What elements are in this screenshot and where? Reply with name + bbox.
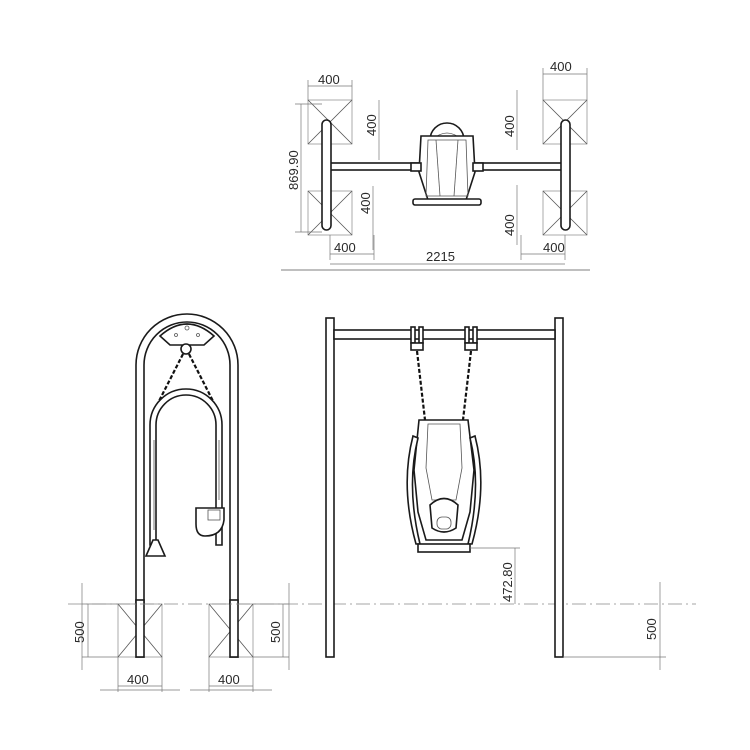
side-pivot bbox=[180, 343, 192, 355]
top-leg-left bbox=[321, 119, 332, 231]
dim-top-left-width: 400 bbox=[318, 72, 340, 87]
top-leg-right bbox=[560, 119, 571, 231]
front-leg-right bbox=[554, 317, 564, 658]
side-seat-loop bbox=[149, 388, 223, 546]
front-view: 472.80 500 bbox=[325, 317, 666, 670]
front-crossbar bbox=[333, 329, 556, 340]
front-chain-left bbox=[415, 350, 427, 421]
dim-top-left-depth: 400 bbox=[364, 114, 379, 136]
dim-bottom-left-width: 400 bbox=[334, 240, 356, 255]
front-leg-left bbox=[325, 317, 335, 658]
dim-side-right-depth: 500 bbox=[268, 621, 283, 643]
side-chain-left bbox=[157, 353, 184, 404]
side-seat-bucket bbox=[195, 507, 225, 537]
dim-overall-width: 2215 bbox=[426, 249, 455, 264]
top-seat bbox=[410, 122, 484, 206]
side-view: 500 500 400 400 bbox=[72, 313, 290, 692]
dim-seat-height: 472.80 bbox=[500, 562, 515, 602]
dim-top-right-width: 400 bbox=[550, 59, 572, 74]
dim-top-right-depth: 400 bbox=[502, 115, 517, 137]
top-view: 400 400 400 400 400 400 400 400 869.90 2… bbox=[281, 59, 590, 271]
front-seat bbox=[406, 419, 482, 553]
dim-bottom-right-width: 400 bbox=[543, 240, 565, 255]
dim-bottom-left-depth: 400 bbox=[358, 192, 373, 214]
side-handle bbox=[144, 539, 167, 557]
dim-bottom-right-depth: 400 bbox=[502, 214, 517, 236]
dim-front-foot-depth: 500 bbox=[644, 618, 659, 640]
front-chain-right bbox=[461, 350, 473, 421]
dim-side-left-depth: 500 bbox=[72, 621, 87, 643]
dim-side-right-width: 400 bbox=[218, 672, 240, 687]
dim-side-left-width: 400 bbox=[127, 672, 149, 687]
side-hanger-plate bbox=[158, 323, 216, 346]
side-chain-right bbox=[188, 353, 215, 404]
dim-overall-depth: 869.90 bbox=[286, 150, 301, 190]
